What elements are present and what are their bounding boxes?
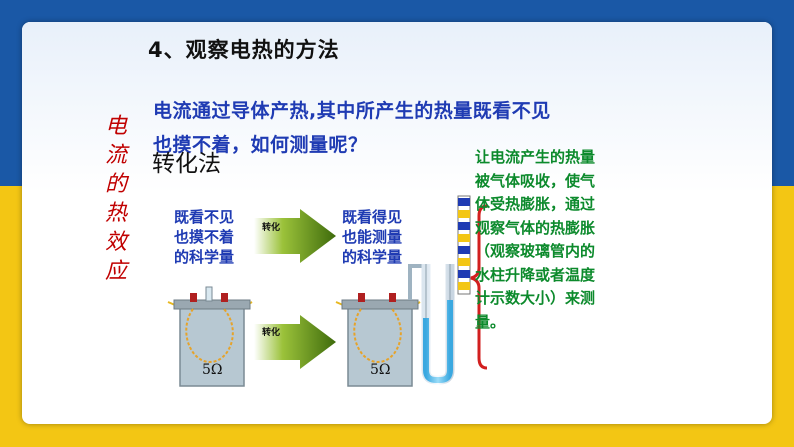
slide-card <box>22 22 772 424</box>
slide-title: 4、观察电热的方法 <box>148 38 340 62</box>
container-left <box>167 286 253 387</box>
measurable-quantity-text: 既看得见 也能测量 的科学量 <box>342 208 403 266</box>
resistor-label-left: 5Ω <box>202 362 223 378</box>
side-title-vertical: 电 流 的 热 效 应 <box>104 114 127 284</box>
convert-arrow-top <box>254 209 336 263</box>
arrow-tag-bottom: 转化 <box>262 328 281 338</box>
arrow-tag-top: 转化 <box>262 223 281 233</box>
u-tube-manometer <box>421 264 455 385</box>
container-right <box>335 264 424 387</box>
scale-ruler <box>457 195 471 295</box>
explanation-bracket <box>470 204 488 370</box>
invisible-quantity-text: 既看不见 也摸不着 的科学量 <box>174 208 235 266</box>
slide-header-background <box>22 22 772 192</box>
question-line-2: 也摸不着，如何测量呢？ <box>153 134 368 156</box>
resistor-label-right: 5Ω <box>370 362 391 378</box>
convert-arrow-bottom <box>254 315 336 369</box>
method-label: 转化法 <box>152 151 221 177</box>
question-line-1: 电流通过导体产热,其中所产生的热量既看不见 <box>153 100 551 122</box>
explanation-text: 让电流产生的热量 被气体吸收，使气 体受热膨胀，通过 观察气体的热膨胀 （观察玻… <box>475 148 596 331</box>
